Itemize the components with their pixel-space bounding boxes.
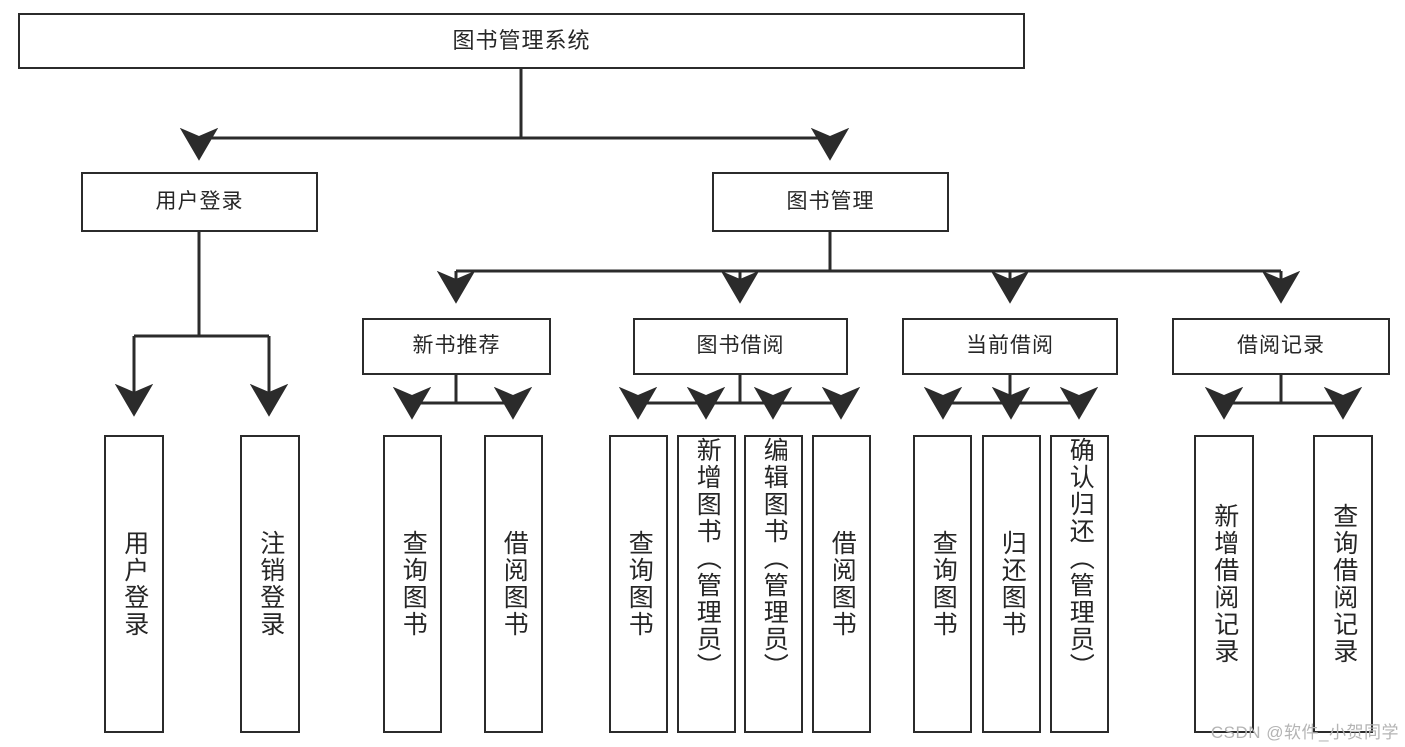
leaf-query-book-recommend[interactable]: 查询图书 (383, 435, 442, 733)
node-label: 图书借阅 (696, 334, 785, 358)
leaf-logout-login[interactable]: 注销登录 (240, 435, 300, 733)
node-label: 当前借阅 (966, 334, 1054, 358)
leaf-user-login[interactable]: 用户登录 (104, 435, 164, 733)
node-new-book-recommend[interactable]: 新书推荐 (362, 318, 551, 375)
leaf-query-borrow-record[interactable]: 查询借阅记录 (1313, 435, 1373, 733)
leaf-return-book[interactable]: 归还图书 (982, 435, 1041, 733)
leaf-borrow-book-recommend[interactable]: 借阅图书 (484, 435, 543, 733)
node-root-book-management-system[interactable]: 图书管理系统 (18, 13, 1025, 69)
leaf-borrow-book[interactable]: 借阅图书 (812, 435, 871, 733)
node-label: 查询图书 (929, 530, 958, 638)
node-label: 新书推荐 (412, 334, 501, 358)
leaf-add-book-admin[interactable]: 新增图书（管理员） (677, 435, 736, 733)
node-label: 查询图书 (625, 530, 654, 638)
node-label: 用户登录 (155, 189, 244, 213)
node-label: 编辑图书（管理员） (760, 437, 789, 680)
node-label: 借阅记录 (1237, 334, 1325, 358)
node-label: 归还图书 (998, 530, 1027, 638)
node-label: 图书管理系统 (452, 28, 591, 54)
leaf-confirm-return-admin[interactable]: 确认归还（管理员） (1050, 435, 1109, 733)
node-borrow-record[interactable]: 借阅记录 (1172, 318, 1390, 375)
node-label: 确认归还（管理员） (1066, 437, 1095, 680)
csdn-watermark: CSDN @软件_小贺同学 (1210, 723, 1399, 742)
leaf-edit-book-admin[interactable]: 编辑图书（管理员） (744, 435, 803, 733)
node-user-login[interactable]: 用户登录 (81, 172, 318, 232)
node-book-manage[interactable]: 图书管理 (712, 172, 949, 232)
node-current-borrow[interactable]: 当前借阅 (902, 318, 1118, 375)
node-book-borrow[interactable]: 图书借阅 (633, 318, 848, 375)
node-label: 新增图书（管理员） (693, 437, 722, 680)
node-label: 借阅图书 (500, 530, 529, 638)
node-label: 用户登录 (120, 530, 149, 638)
leaf-query-book-current[interactable]: 查询图书 (913, 435, 972, 733)
node-label: 新增借阅记录 (1210, 503, 1239, 665)
leaf-query-book-borrow[interactable]: 查询图书 (609, 435, 668, 733)
node-label: 查询借阅记录 (1329, 503, 1358, 665)
node-label: 借阅图书 (828, 530, 857, 638)
node-label: 图书管理 (786, 189, 875, 213)
leaf-add-borrow-record[interactable]: 新增借阅记录 (1194, 435, 1254, 733)
node-label: 注销登录 (256, 530, 285, 638)
node-label: 查询图书 (399, 530, 428, 638)
